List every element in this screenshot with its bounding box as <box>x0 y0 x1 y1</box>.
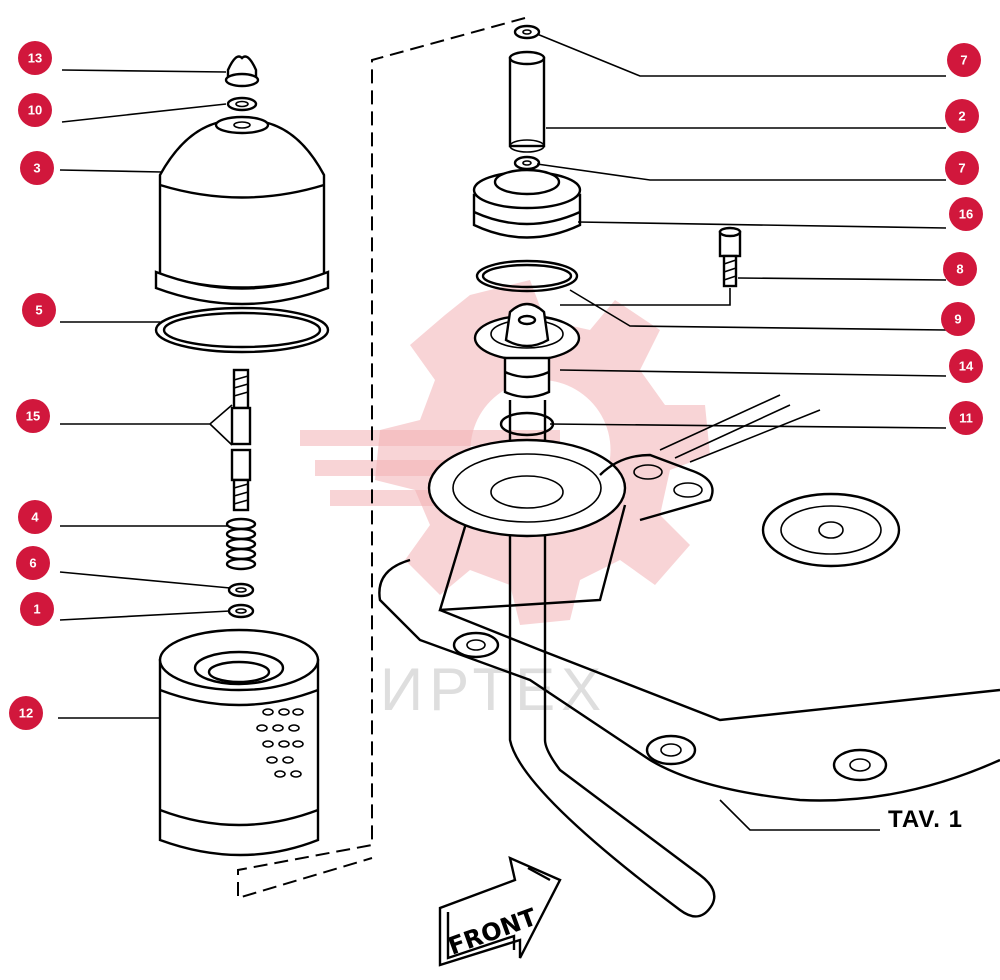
watermark-text: ИРТЕХ <box>380 656 607 723</box>
spring-washer <box>227 582 255 598</box>
assembly-separator <box>237 17 526 900</box>
callout-10: 10 <box>18 93 52 127</box>
washer <box>226 96 258 112</box>
svg-text:1: 1 <box>33 602 40 617</box>
bowl-o-ring <box>154 306 330 354</box>
hex-bolt <box>718 226 742 288</box>
svg-text:13: 13 <box>28 51 42 66</box>
filter-bowl <box>154 115 330 306</box>
svg-text:5: 5 <box>35 303 42 318</box>
cap-nut <box>224 55 260 88</box>
callout-6: 6 <box>16 546 50 580</box>
front-arrow-icon: FRONT <box>438 855 562 967</box>
callout-7-lower: 7 <box>945 151 979 185</box>
svg-text:7: 7 <box>960 53 967 68</box>
svg-text:7: 7 <box>958 161 965 176</box>
svg-text:3: 3 <box>33 161 40 176</box>
callout-5: 5 <box>22 293 56 327</box>
plate-label-leader <box>719 799 880 831</box>
callout-15: 15 <box>16 399 50 433</box>
svg-text:10: 10 <box>28 103 42 118</box>
cartridge-perforations <box>256 708 304 778</box>
callout-16: 16 <box>949 197 983 231</box>
callout-3: 3 <box>20 151 54 185</box>
callout-13: 13 <box>18 41 52 75</box>
left-assembly <box>154 55 330 857</box>
callout-8: 8 <box>943 252 977 286</box>
svg-text:6: 6 <box>29 556 36 571</box>
center-tube <box>508 50 546 153</box>
callout-12: 12 <box>9 696 43 730</box>
left-leaders <box>58 69 233 719</box>
circlip-top <box>513 24 541 40</box>
plate-label: TAV. 1 <box>888 806 963 833</box>
suction-pipe <box>508 400 716 918</box>
seal-washer-hole <box>235 608 247 614</box>
svg-text:16: 16 <box>959 207 973 222</box>
threaded-stud <box>230 368 252 512</box>
svg-text:14: 14 <box>959 359 974 374</box>
right-leaders <box>536 33 947 429</box>
callouts-left: 13 10 3 5 15 4 6 1 12 <box>9 41 56 730</box>
svg-text:12: 12 <box>19 706 33 721</box>
callout-1: 1 <box>20 592 54 626</box>
head-o-ring <box>475 259 579 293</box>
svg-text:2: 2 <box>958 109 965 124</box>
callout-14: 14 <box>949 349 983 383</box>
callout-4: 4 <box>18 500 52 534</box>
callout-2: 2 <box>945 99 979 133</box>
valve-body <box>473 302 581 399</box>
seal-washer <box>227 603 255 619</box>
right-assembly: TAV. 1 FRONT <box>378 24 1000 967</box>
spring <box>225 517 257 571</box>
svg-text:15: 15 <box>26 409 40 424</box>
sump-housing <box>378 394 1000 802</box>
svg-text:11: 11 <box>959 411 973 426</box>
filter-head <box>472 168 582 239</box>
circlip-lower <box>513 155 541 171</box>
callout-11: 11 <box>949 401 983 435</box>
filter-cartridge <box>158 628 320 857</box>
callouts-right: 7 2 7 16 8 9 14 11 <box>941 43 983 435</box>
svg-text:8: 8 <box>956 262 963 277</box>
svg-text:4: 4 <box>31 510 39 525</box>
spring-washer-hole <box>235 587 247 593</box>
svg-text:9: 9 <box>954 312 961 327</box>
callout-7-top: 7 <box>947 43 981 77</box>
washer-hole <box>235 100 249 108</box>
callout-9: 9 <box>941 302 975 336</box>
